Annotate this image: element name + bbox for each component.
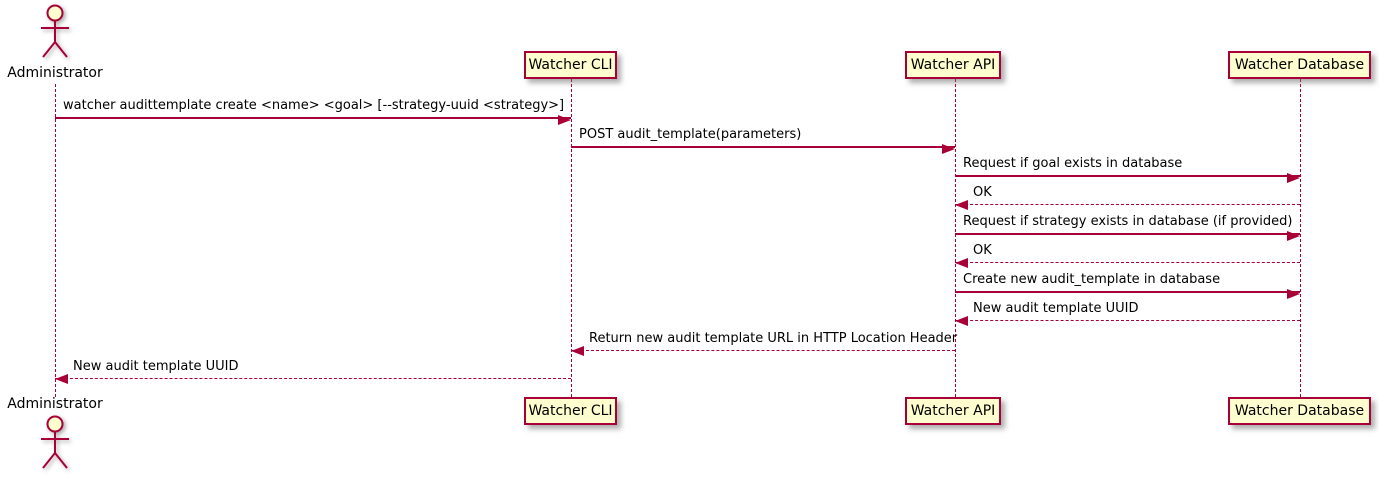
actor-icon [41, 415, 69, 469]
message-new-uuid-from-db: New audit template UUID [955, 300, 1300, 326]
lifeline-watcher-api [955, 79, 956, 397]
message-arrow [955, 200, 1300, 210]
message-label: watcher audittemplate create <name> <goa… [63, 98, 565, 113]
message-label: Return new audit template URL in HTTP Lo… [589, 331, 958, 346]
participant-box-watcher-api-top: Watcher API [905, 51, 1001, 79]
message-arrow [571, 144, 955, 154]
message-post-audit-template: POST audit_template(parameters) [571, 126, 955, 154]
arrowhead-icon [955, 258, 968, 268]
message-request-goal-exists: Request if goal exists in database [955, 155, 1300, 183]
arrowhead-icon [942, 144, 955, 154]
lifeline-watcher-database [1300, 79, 1301, 397]
participant-box-watcher-database-bottom: Watcher Database [1228, 397, 1371, 425]
arrowhead-icon [1287, 289, 1300, 299]
arrowhead-icon [558, 115, 571, 125]
arrowhead-icon [1287, 173, 1300, 183]
message-arrow [55, 374, 571, 384]
lifeline-administrator [55, 84, 56, 397]
actor-administrator-bottom: Administrator [0, 396, 110, 474]
message-arrow [955, 231, 1300, 241]
participant-label: Watcher Database [1234, 57, 1365, 73]
actor-label: Administrator [7, 65, 103, 81]
message-label: New audit template UUID [973, 301, 1139, 316]
message-ok-strategy: OK [955, 242, 1300, 268]
participant-box-watcher-cli-bottom: Watcher CLI [524, 397, 617, 425]
lifeline-watcher-cli [571, 79, 572, 397]
message-label: OK [973, 185, 992, 200]
message-label: Request if strategy exists in database (… [963, 214, 1293, 229]
message-arrow [955, 289, 1300, 299]
arrowhead-icon [1287, 231, 1300, 241]
participant-label: Watcher API [910, 57, 996, 73]
participant-box-watcher-api-bottom: Watcher API [905, 397, 1001, 425]
message-arrow [955, 173, 1300, 183]
message-arrow [955, 258, 1300, 268]
arrowhead-icon [955, 200, 968, 210]
arrowhead-icon [571, 346, 584, 356]
arrowhead-icon [55, 374, 68, 384]
message-arrow [571, 346, 955, 356]
arrowhead-icon [955, 316, 968, 326]
actor-icon [41, 4, 69, 58]
participant-label: Watcher CLI [528, 403, 613, 419]
message-ok-goal: OK [955, 184, 1300, 210]
message-label: OK [973, 243, 992, 258]
participant-box-watcher-database-top: Watcher Database [1228, 51, 1371, 79]
participant-label: Watcher API [910, 403, 996, 419]
participant-label: Watcher CLI [528, 57, 613, 73]
participant-box-watcher-cli-top: Watcher CLI [524, 51, 617, 79]
message-create-in-database: Create new audit_template in database [955, 271, 1300, 299]
message-label: New audit template UUID [73, 359, 239, 374]
message-create-audittemplate: watcher audittemplate create <name> <goa… [55, 97, 571, 125]
actor-administrator-top: Administrator [0, 3, 110, 81]
message-label: Request if goal exists in database [963, 156, 1183, 171]
message-request-strategy-exists: Request if strategy exists in database (… [955, 213, 1300, 241]
message-label: Create new audit_template in database [963, 272, 1221, 287]
message-label: POST audit_template(parameters) [579, 127, 802, 142]
participant-label: Watcher Database [1234, 403, 1365, 419]
message-arrow [55, 115, 571, 125]
message-return-url-location-header: Return new audit template URL in HTTP Lo… [571, 330, 958, 356]
message-new-uuid-to-admin: New audit template UUID [55, 358, 571, 384]
message-arrow [955, 316, 1300, 326]
actor-label: Administrator [7, 396, 103, 412]
